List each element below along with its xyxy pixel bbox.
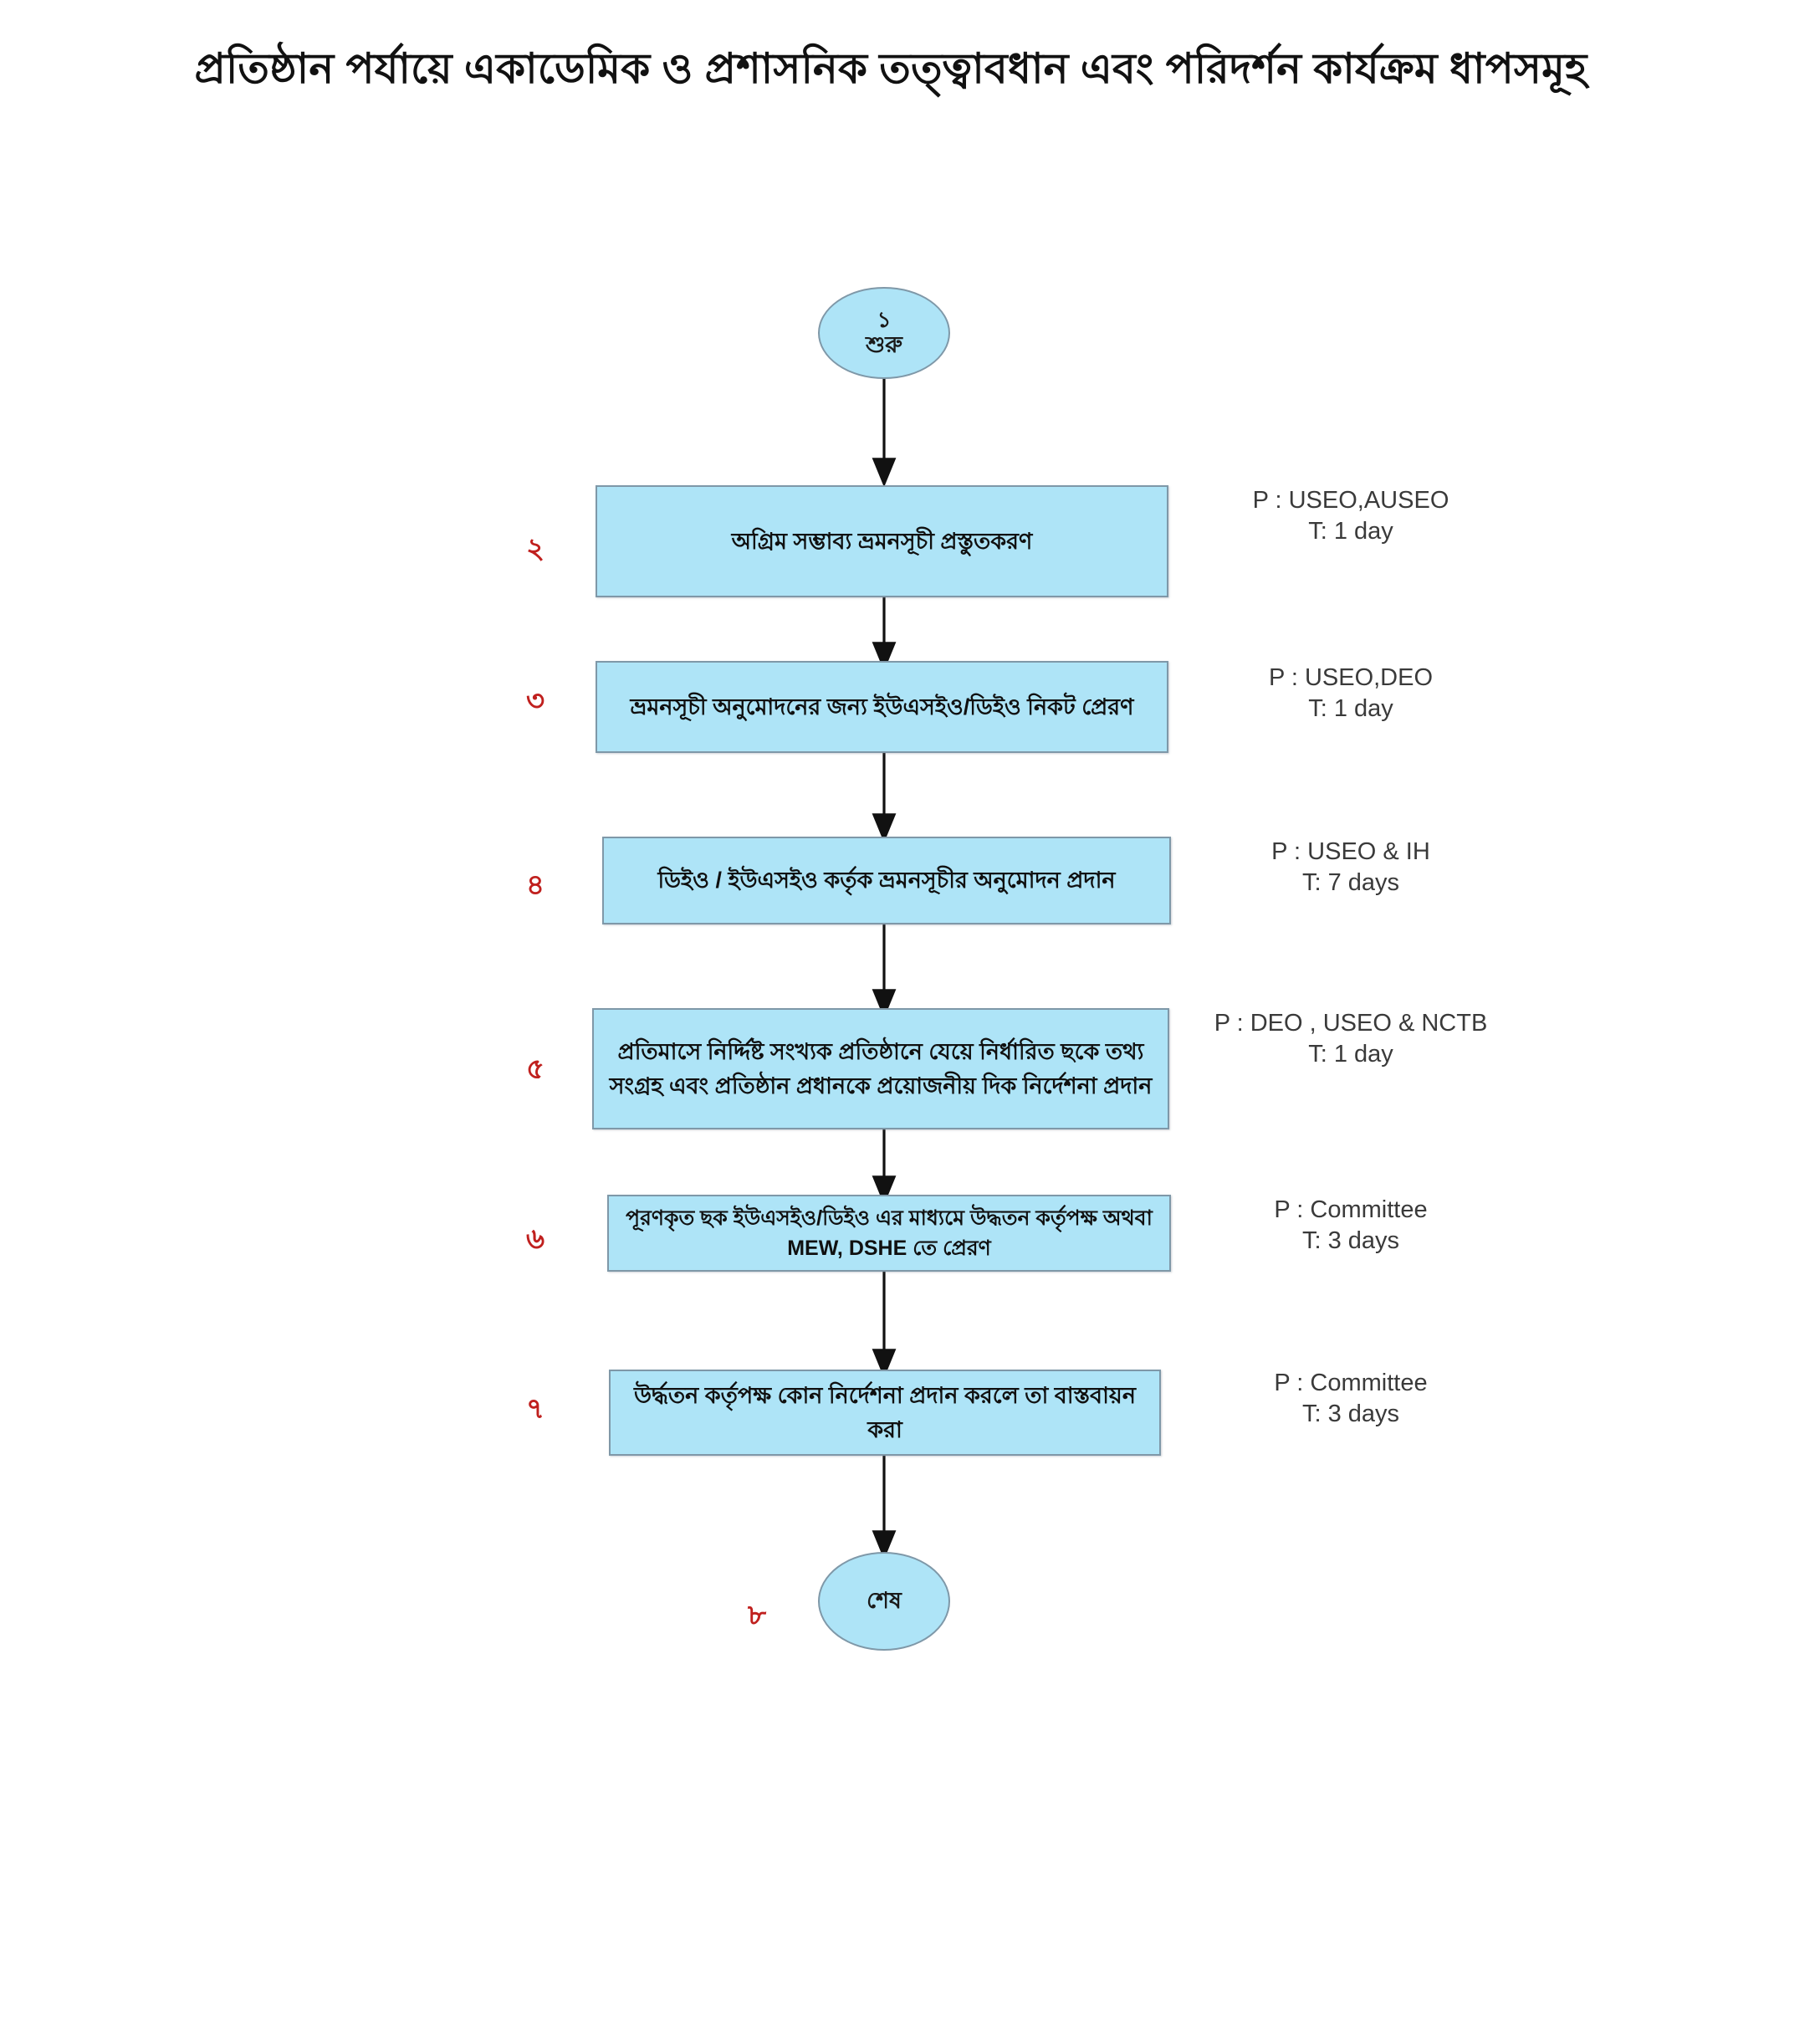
annotation-5-time: T: 1 day [1308,1041,1393,1068]
node-process-2[interactable]: অগ্রিম সম্ভাব্য ভ্রমনসূচী প্রস্তুতকরণ [596,485,1168,597]
node-process-3[interactable]: ভ্রমনসূচী অনুমোদনের জন্য ইউএসইও/ডিইও নিক… [596,661,1168,753]
step-number-2: ২ [525,533,545,565]
annotation-2: P : USEO,AUSEO T: 1 day [1184,485,1518,547]
annotation-3-time: T: 1 day [1308,695,1393,723]
step-number-6: ৬ [525,1223,545,1255]
node-start-label: শুরু [866,332,902,358]
step-number-3: ৩ [525,685,545,717]
node-process-2-label: অগ্রিম সম্ভাব্য ভ্রমনসূচী প্রস্তুতকরণ [731,528,1033,554]
annotation-6: P : Committee T: 3 days [1184,1195,1518,1257]
node-end[interactable]: শেষ [818,1552,950,1651]
annotation-7-time: T: 3 days [1301,1401,1400,1428]
step-number-4: ৪ [525,869,545,901]
annotation-3-person: P : USEO,DEO [1268,664,1434,691]
annotation-3: P : USEO,DEO T: 1 day [1184,663,1518,725]
step-number-5: ৫ [525,1053,545,1085]
annotation-4: P : USEO & IH T: 7 days [1184,837,1518,899]
node-process-5-label: প্রতিমাসে নির্দ্দিষ্ট সংখ্যক প্রতিষ্ঠানে… [609,1039,1153,1098]
annotation-7-person: P : Committee [1274,1370,1428,1396]
annotation-4-person: P : USEO & IH [1271,838,1430,865]
node-start[interactable]: ১ শুরু [818,287,950,379]
node-end-label: শেষ [867,1588,902,1614]
annotation-7: P : Committee T: 3 days [1184,1368,1518,1430]
node-process-6[interactable]: পূরণকৃত ছক ইউএসইও/ডিইও এর মাধ্যমে উদ্ধতন… [607,1195,1171,1272]
node-process-4-label: ডিইও / ইউএসইও কর্তৃক ভ্রমনসূচীর অনুমোদন … [657,868,1116,894]
annotation-2-person: P : USEO,AUSEO [1252,487,1449,514]
annotation-6-person: P : Committee [1274,1196,1428,1223]
step-number-8: ৮ [747,1600,767,1631]
node-start-step: ১ [877,306,892,332]
annotation-2-time: T: 1 day [1308,518,1393,545]
annotation-4-time: T: 7 days [1301,869,1400,897]
page-title: প্রতিষ্ঠান পর্যায়ে একাডেমিক ও প্রশাসনিক… [194,45,1587,92]
annotation-6-time: T: 3 days [1301,1227,1400,1255]
annotation-5-person: P : DEO , USEO & NCTB [1214,1010,1488,1037]
step-number-7: ৭ [525,1393,545,1425]
node-process-4[interactable]: ডিইও / ইউএসইও কর্তৃক ভ্রমনসূচীর অনুমোদন … [602,837,1171,924]
node-process-7-label: উর্দ্ধতন কর্তৃপক্ষ কোন নির্দেশনা প্রদান … [634,1383,1136,1442]
node-process-5[interactable]: প্রতিমাসে নির্দ্দিষ্ট সংখ্যক প্রতিষ্ঠানে… [592,1008,1169,1129]
annotation-5: P : DEO , USEO & NCTB T: 1 day [1184,1008,1518,1070]
node-process-7[interactable]: উর্দ্ধতন কর্তৃপক্ষ কোন নির্দেশনা প্রদান … [609,1370,1161,1456]
node-process-3-label: ভ্রমনসূচী অনুমোদনের জন্য ইউএসইও/ডিইও নিক… [630,694,1134,719]
node-process-6-label: পূরণকৃত ছক ইউএসইও/ডিইও এর মাধ্যমে উদ্ধতন… [626,1206,1153,1260]
